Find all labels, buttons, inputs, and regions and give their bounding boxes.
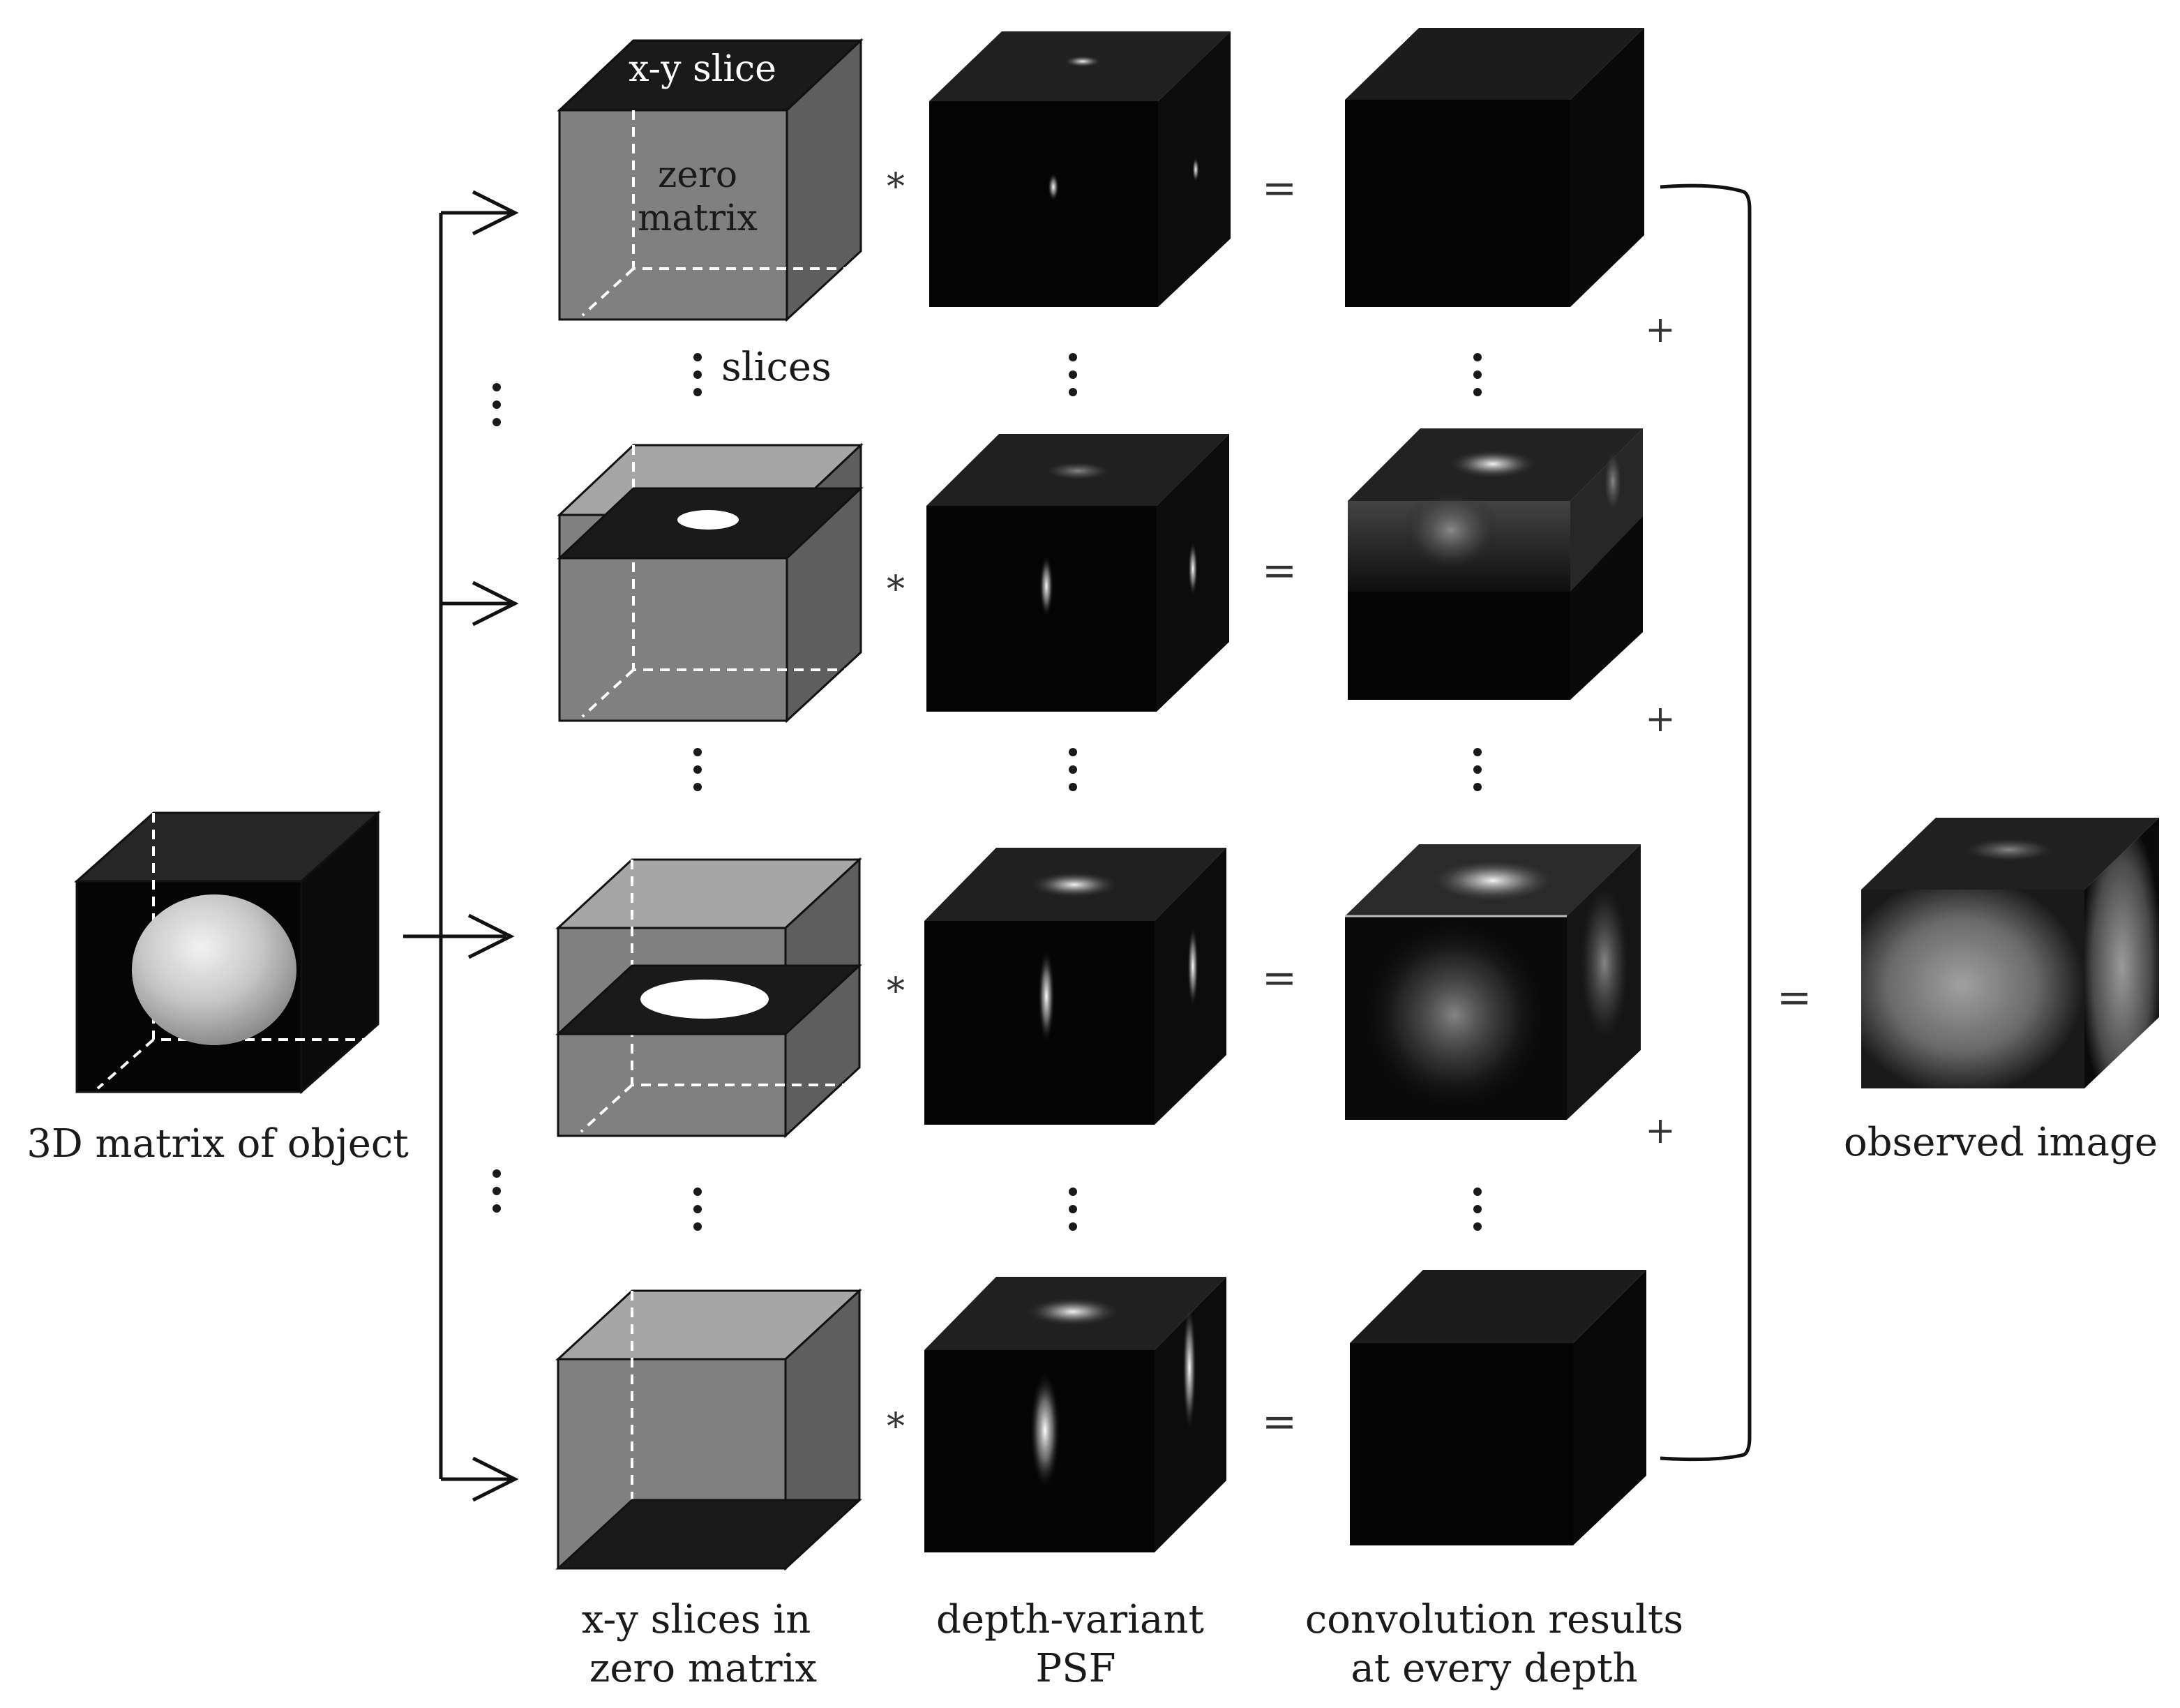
dots-psf-2 <box>1069 748 1077 791</box>
conv-2-front-glow <box>1402 488 1500 572</box>
dots-branch-lower <box>493 1169 501 1213</box>
slice-1-front <box>558 109 788 321</box>
slice-cube-4 <box>555 1288 862 1571</box>
equals-op-2: = <box>1262 546 1297 595</box>
psf-1-side-spot <box>1192 157 1199 182</box>
psf-1-front <box>929 101 1158 307</box>
slice-1-hidden-depth <box>581 267 635 317</box>
dots-slices-2 <box>693 748 702 791</box>
psf-3-front <box>924 921 1155 1125</box>
slices-label: slices <box>721 345 832 390</box>
equals-op-3: = <box>1262 954 1297 1003</box>
conv-1-top <box>1345 28 1644 100</box>
object-hidden-edge-depth <box>96 1038 155 1090</box>
equals-op-1: = <box>1262 164 1297 213</box>
conv-1-front <box>1345 100 1570 307</box>
equals-op-4: = <box>1262 1398 1297 1446</box>
observed-label: observed image <box>1844 1120 2158 1165</box>
dots-branch-upper <box>493 383 501 426</box>
dots-slices-1 <box>693 353 702 396</box>
slice-2-ellipse <box>677 510 739 530</box>
psf-2-front-spot <box>1039 555 1053 617</box>
col-slices-label-line2: zero matrix <box>589 1646 817 1691</box>
psf-cube-2 <box>926 434 1229 712</box>
xy-slice-label: x-y slice <box>629 48 776 90</box>
psf-4-side-spot <box>1182 1301 1196 1434</box>
ellipsis-dots <box>493 353 1482 1231</box>
col-conv-label-line1: convolution results <box>1305 1597 1683 1642</box>
dots-conv-3 <box>1473 1188 1482 1231</box>
psf-4-top-spot <box>1027 1298 1119 1326</box>
conv-cube-3 <box>1345 844 1641 1120</box>
slice-cube-3 <box>555 857 862 1139</box>
observed-front <box>1861 890 2084 1088</box>
conv-cube-2 <box>1348 428 1643 700</box>
psf-4-front-spot <box>1030 1371 1060 1490</box>
psf-3-front-spot <box>1038 949 1055 1044</box>
slice-cube-1 <box>557 38 864 322</box>
dots-slices-3 <box>693 1188 702 1231</box>
col-slices-label-line1: x-y slices in <box>582 1597 811 1642</box>
conv-4-front <box>1350 1343 1573 1545</box>
conv-2-side-spot <box>1603 448 1623 515</box>
observed-top-spot <box>1960 837 2058 862</box>
conv-3-top-spot <box>1430 860 1556 901</box>
arrowhead-4 <box>472 1456 519 1502</box>
convolve-op-4: * <box>887 1406 905 1448</box>
conv-4-side <box>1573 1270 1646 1545</box>
observed-cube <box>1861 818 2159 1088</box>
psf-1-front-spot <box>1048 173 1059 201</box>
operators: * * * * = = = = = + + + <box>887 164 1812 1448</box>
conv-cube-1 <box>1345 28 1644 307</box>
observed-side <box>2084 818 2159 1088</box>
psf-3-top-spot <box>1031 872 1118 897</box>
psf-cube-3 <box>924 848 1226 1125</box>
plus-op-3: + <box>1645 1110 1676 1152</box>
psf-2-side-spot <box>1188 541 1198 597</box>
object-label: 3D matrix of object <box>27 1121 409 1167</box>
psf-cube-1 <box>929 31 1231 307</box>
slice-cube-2 <box>557 442 864 724</box>
psf-1-top-spot <box>1065 56 1101 67</box>
col-psf-label-line2: PSF <box>1036 1646 1116 1691</box>
arrowhead-main <box>467 913 515 959</box>
dots-conv-2 <box>1473 748 1482 791</box>
object-sphere <box>132 894 296 1045</box>
psf-3-side-spot <box>1187 924 1198 1008</box>
dots-psf-1 <box>1069 353 1077 396</box>
slice-4-bottom-plane <box>555 1499 862 1570</box>
branch-arrows <box>403 190 519 1502</box>
sum-bracket <box>1660 183 1752 1462</box>
dots-psf-3 <box>1069 1188 1077 1231</box>
arrowhead-1 <box>472 190 519 236</box>
psf-2-top-spot <box>1043 461 1113 481</box>
arrowhead-2 <box>472 580 519 627</box>
slice-3-hidden-depth <box>580 1084 633 1133</box>
conv-1-side <box>1570 28 1644 307</box>
convolve-op-1: * <box>887 166 905 208</box>
psf-2-front <box>926 506 1157 712</box>
object-cube <box>74 810 381 1095</box>
zero-matrix-label-line2: matrix <box>638 197 758 239</box>
slice-2-hidden-depth <box>581 668 635 718</box>
conv-2-side-glow <box>1570 428 1643 592</box>
labels: x-y slice zero matrix slices 3D matrix o… <box>27 48 2158 1691</box>
dots-conv-1 <box>1473 353 1482 396</box>
convolve-op-3: * <box>887 971 905 1012</box>
col-psf-label-line1: depth-variant <box>936 1597 1204 1642</box>
slice-3-ellipse <box>640 980 769 1019</box>
zero-matrix-label-line1: zero <box>658 154 737 196</box>
conv-4-top <box>1350 1270 1646 1343</box>
conv-3-front-glow <box>1364 921 1545 1109</box>
equals-op-final: = <box>1777 973 1812 1022</box>
convolve-op-2: * <box>887 569 905 610</box>
plus-op-1: + <box>1645 309 1676 351</box>
psf-cube-4 <box>924 1277 1226 1552</box>
conv-cube-4 <box>1350 1270 1646 1545</box>
col-conv-label-line2: at every depth <box>1351 1646 1637 1691</box>
plus-op-2: + <box>1645 698 1676 740</box>
conv-3-side-glow <box>1578 879 1631 1047</box>
conv-2-top-spot <box>1450 450 1536 478</box>
